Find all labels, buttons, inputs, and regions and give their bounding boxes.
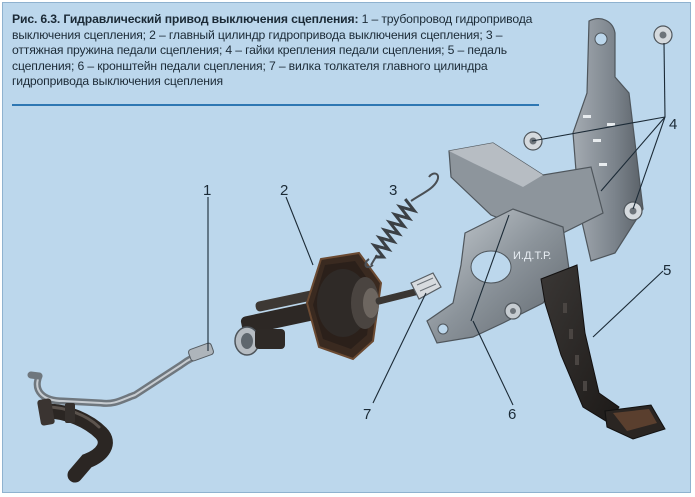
watermark-label: И.Д.Т.Р. xyxy=(513,250,551,262)
master-cylinder-part xyxy=(234,251,419,361)
callout-7: 7 xyxy=(363,406,371,423)
callout-1: 1 xyxy=(203,182,211,199)
nut-icon xyxy=(653,25,673,45)
pushrod-fork-part xyxy=(410,272,442,300)
callout-6: 6 xyxy=(508,406,516,423)
callout-leaders xyxy=(207,42,666,406)
callout-3: 3 xyxy=(389,182,397,199)
clutch-pedal-part xyxy=(540,264,666,440)
clutch-illustration: И.Д.Т.Р. xyxy=(27,18,677,483)
nut-icon xyxy=(504,302,522,320)
caption-title: Рис. 6.3. Гидравлический привод выключен… xyxy=(12,12,359,26)
pedal-bracket-part: И.Д.Т.Р. xyxy=(426,18,644,344)
figure-panel: Рис. 6.3. Гидравлический привод выключен… xyxy=(2,2,691,493)
pipe-part xyxy=(27,342,214,483)
mounting-nuts-part xyxy=(504,25,673,320)
figure-caption: Рис. 6.3. Гидравлический привод выключен… xyxy=(12,12,537,90)
callout-4: 4 xyxy=(669,116,677,133)
callout-2: 2 xyxy=(280,182,288,199)
nut-icon xyxy=(623,201,643,221)
callout-5: 5 xyxy=(663,262,671,279)
caption-rule xyxy=(12,104,539,106)
return-spring-part xyxy=(364,172,439,269)
caption-text: 1 – трубопровод гидропривода выключения … xyxy=(12,12,533,89)
